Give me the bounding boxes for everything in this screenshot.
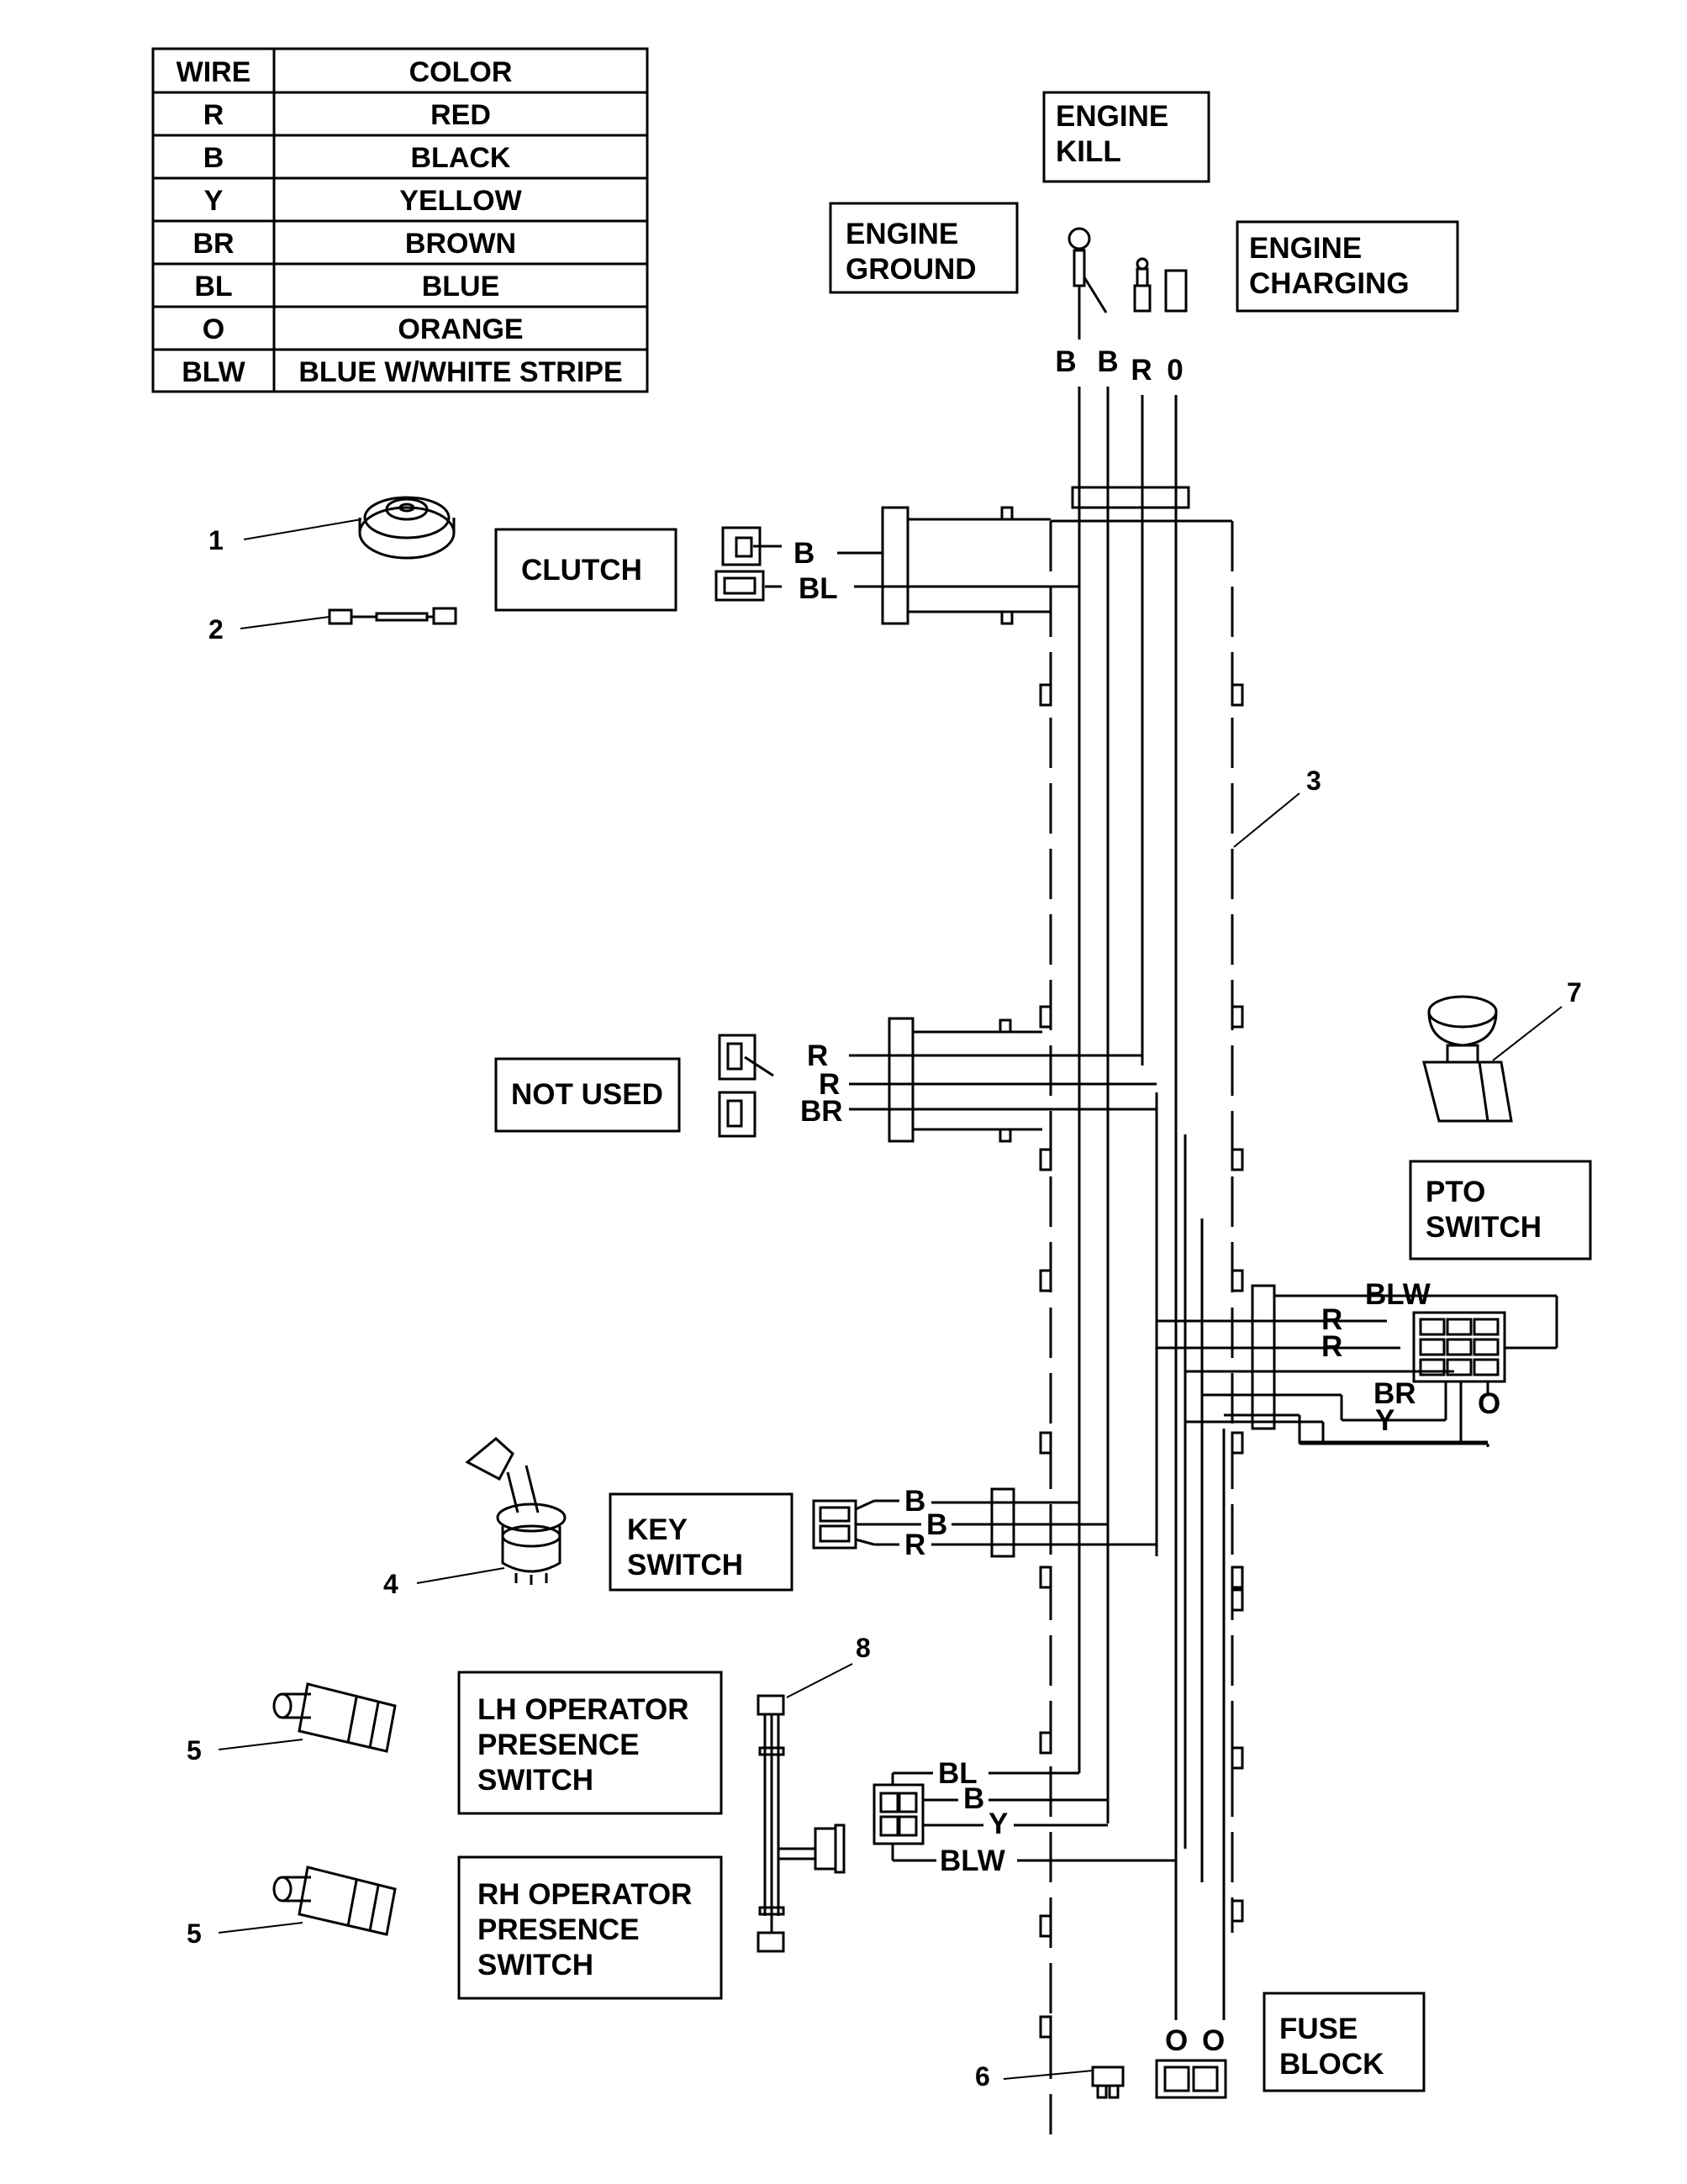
pto-switch-connector: BLW R R BR Y O xyxy=(1157,1278,1558,1447)
wire-label-r: R xyxy=(1131,354,1152,387)
rh-operator-label: SWITCH xyxy=(477,1949,593,1981)
table-wire-code: R xyxy=(203,99,224,131)
not-used-label: NOT USED xyxy=(511,1078,663,1111)
wire-label-o: 0 xyxy=(1167,354,1183,387)
wire-label-o: O xyxy=(1165,2024,1188,2057)
fuse-block: O O xyxy=(1155,1933,1227,2099)
wire-label-b: B xyxy=(1055,345,1076,378)
pto-switch-label: PTO xyxy=(1426,1176,1485,1208)
table-wire-color: BLUE xyxy=(422,271,500,303)
engine-charging-box: ENGINE CHARGING xyxy=(1236,220,1459,313)
wire-label-r: R xyxy=(904,1529,925,1561)
engine-charging-label: ENGINE xyxy=(1249,232,1362,265)
engine-ground-label: GROUND xyxy=(846,253,977,286)
clutch-box: CLUTCH xyxy=(494,528,677,612)
harness-sheath xyxy=(1039,519,1244,2134)
wire-label-bl: BL xyxy=(799,572,838,605)
callout-number: 8 xyxy=(856,1633,871,1663)
seat-switch-connector: BL B Y BLW xyxy=(872,1757,1176,1877)
rh-operator-box: RH OPERATOR PRESENCE SWITCH xyxy=(457,1855,723,2000)
wire-label-bl: BL xyxy=(938,1757,978,1790)
fuse-block-label: FUSE xyxy=(1279,2013,1358,2045)
key-switch-label: KEY xyxy=(627,1513,688,1546)
diode-lead-icon xyxy=(328,607,457,625)
callout-number: 4 xyxy=(383,1569,398,1599)
table-wire-code: BL xyxy=(194,271,232,303)
main-wire-trunk: B B R 0 xyxy=(1055,227,1226,2000)
pto-switch-label: SWITCH xyxy=(1426,1211,1542,1244)
table-wire-code: BR xyxy=(192,228,234,260)
wire-label-br: BR xyxy=(1373,1377,1416,1410)
wire-label-blw: BLW xyxy=(940,1845,1005,1877)
callout-number: 7 xyxy=(1567,977,1582,1008)
table-wire-code: O xyxy=(203,313,224,345)
wire-label-blw: BLW xyxy=(1365,1278,1431,1311)
wire-label-y: Y xyxy=(1375,1404,1394,1437)
clutch-connector: B BL xyxy=(714,506,1079,625)
rh-operator-label: RH OPERATOR xyxy=(477,1878,692,1911)
rh-operator-label: PRESENCE xyxy=(477,1913,640,1946)
pto-switch-box: PTO SWITCH xyxy=(1409,1160,1592,1260)
callout-number: 2 xyxy=(208,614,224,645)
callouts: 1 2 3 4 5 5 6 7 8 xyxy=(187,518,1582,2092)
table-header-color: COLOR xyxy=(409,56,513,88)
fuse-block-box: FUSE BLOCK xyxy=(1263,1992,1426,2092)
wire-label-b: B xyxy=(1097,345,1118,378)
fuse-part xyxy=(1091,2066,1125,2099)
rh-presence-switch-icon xyxy=(272,1866,397,1936)
table-wire-code: BLW xyxy=(182,356,245,388)
key-switch-icon xyxy=(465,1437,567,1585)
table-header-wire: WIRE xyxy=(177,56,251,88)
wire-label-b: B xyxy=(926,1508,947,1541)
wire-label-b: B xyxy=(963,1782,984,1815)
table-wire-code: Y xyxy=(204,185,224,217)
table-wire-color: BROWN xyxy=(405,228,516,260)
lh-operator-label: PRESENCE xyxy=(477,1729,640,1761)
engine-kill-label: ENGINE xyxy=(1056,100,1168,133)
callout-number: 5 xyxy=(187,1735,202,1766)
wire-label-r: R xyxy=(1321,1303,1342,1336)
engine-kill-box: ENGINE KILL xyxy=(1042,91,1210,183)
key-switch-label: SWITCH xyxy=(627,1549,743,1581)
engine-charging-label: CHARGING xyxy=(1249,267,1410,300)
lh-presence-switch-icon xyxy=(272,1682,397,1753)
callout-number: 5 xyxy=(187,1918,202,1949)
not-used-connector: R R BR xyxy=(718,1017,1157,1143)
wire-label-b: B xyxy=(793,537,815,570)
wire-label-r: R xyxy=(807,1039,828,1072)
wire-label-br: BR xyxy=(800,1095,843,1128)
callout-number: 6 xyxy=(975,2061,990,2092)
clutch-icon xyxy=(358,496,456,560)
wire-label-o: O xyxy=(1202,2024,1225,2057)
lh-operator-label: SWITCH xyxy=(477,1764,593,1797)
engine-ground-label: ENGINE xyxy=(846,218,958,250)
wire-label-y: Y xyxy=(988,1808,1008,1840)
table-wire-code: B xyxy=(203,142,224,174)
table-wire-color: ORANGE xyxy=(398,313,523,345)
jumper-harness-icon xyxy=(757,1694,846,1953)
pto-switch-icon xyxy=(1422,995,1513,1123)
table-wire-color: YELLOW xyxy=(399,185,522,217)
key-switch-box: KEY SWITCH xyxy=(609,1492,793,1592)
table-wire-color: BLUE W/WHITE STRIPE xyxy=(298,356,622,388)
table-wire-color: BLACK xyxy=(411,142,511,174)
callout-number: 3 xyxy=(1306,766,1321,796)
clutch-label: CLUTCH xyxy=(521,554,642,587)
fuse-block-label: BLOCK xyxy=(1279,2048,1384,2081)
wire-label-r: R xyxy=(1321,1330,1342,1363)
engine-ground-box: ENGINE GROUND xyxy=(829,202,1019,294)
wire-label-b: B xyxy=(904,1485,925,1518)
key-switch-connector: B B R xyxy=(812,1485,1157,1561)
table-wire-color: RED xyxy=(430,99,491,131)
wire-color-table: WIRE COLOR R RED B BLACK Y YELLOW BR BRO… xyxy=(151,47,649,393)
lh-operator-box: LH OPERATOR PRESENCE SWITCH xyxy=(457,1671,723,1815)
wire-label-o: O xyxy=(1478,1387,1500,1420)
not-used-box: NOT USED xyxy=(494,1057,681,1133)
lh-operator-label: LH OPERATOR xyxy=(477,1693,689,1726)
engine-kill-label: KILL xyxy=(1056,135,1121,168)
callout-number: 1 xyxy=(208,525,224,555)
wire-label-r: R xyxy=(819,1068,840,1101)
